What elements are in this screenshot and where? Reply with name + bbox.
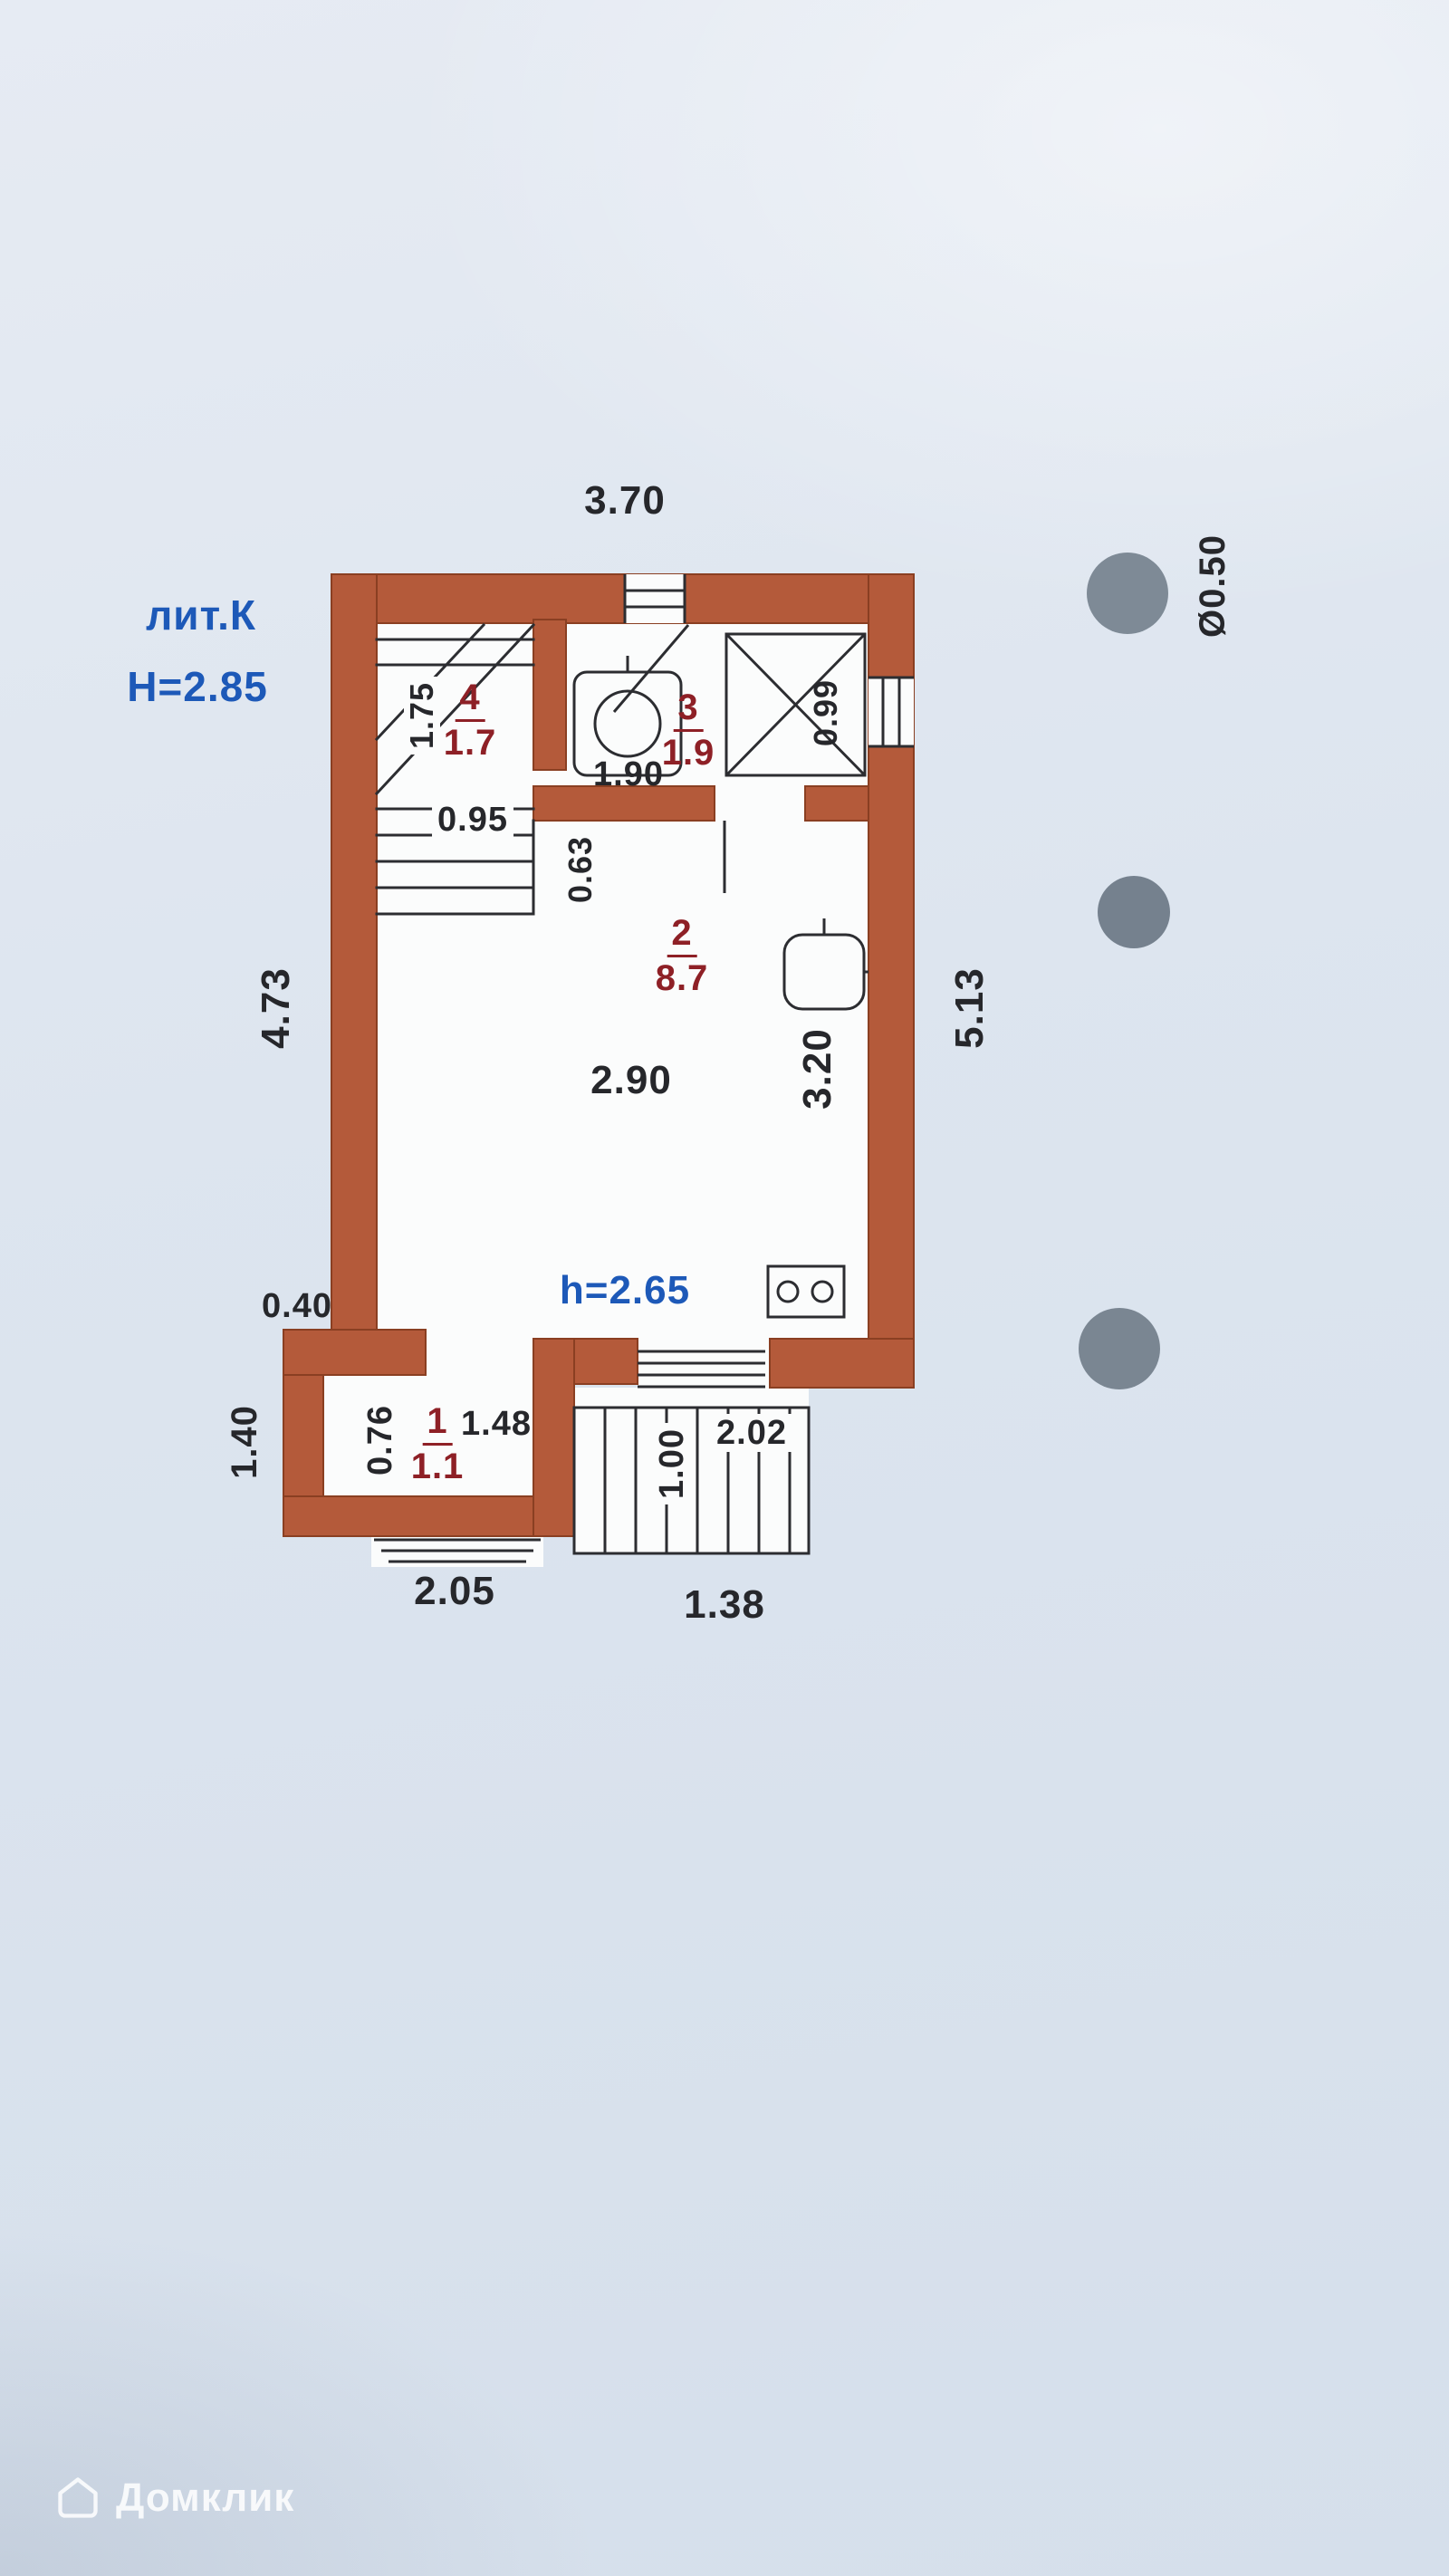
water-heater-pipe bbox=[822, 918, 868, 974]
domclick-house-icon bbox=[58, 2477, 98, 2518]
wall-top bbox=[331, 573, 915, 624]
room-3-area: 1.9 bbox=[661, 733, 715, 773]
porch-steps-lines bbox=[374, 1538, 541, 1563]
dim-room2-width: 2.90 bbox=[590, 1058, 672, 1102]
dim-bath-width: 1.90 bbox=[593, 755, 664, 793]
room-1-area: 1.1 bbox=[410, 1447, 465, 1486]
wall-ledge bbox=[283, 1329, 427, 1376]
room-3-number: 3 bbox=[673, 687, 704, 732]
side-steps-outline bbox=[572, 1406, 811, 1555]
stove-burner-1 bbox=[776, 1280, 800, 1303]
wall-bottom-right-seg bbox=[769, 1338, 915, 1389]
room-4-label: 4 1.7 bbox=[444, 677, 497, 764]
dim-annex-width: 1.48 bbox=[461, 1405, 532, 1443]
dim-room2-depth: 3.20 bbox=[795, 1028, 840, 1110]
shower-cross bbox=[724, 632, 867, 777]
dim-steps-bottom-width: 1.38 bbox=[684, 1582, 765, 1627]
wall-room-divider bbox=[533, 619, 567, 771]
stove-burner-2 bbox=[811, 1280, 834, 1303]
room-2-label: 2 8.7 bbox=[656, 912, 709, 999]
exit-landing-steps bbox=[638, 1350, 765, 1389]
right-window-gap bbox=[868, 678, 914, 746]
building-letter-label: лит.К bbox=[146, 591, 256, 639]
dim-stair-offset: 0.63 bbox=[561, 835, 599, 904]
dim-room4-depth: 1.75 bbox=[403, 676, 440, 755]
dim-porch-width: 2.05 bbox=[414, 1569, 495, 1613]
side-steps-area bbox=[574, 1388, 809, 1553]
dim-top-width: 3.70 bbox=[584, 478, 666, 523]
dim-steps-depth: 1.00 bbox=[653, 1423, 691, 1504]
dim-ledge: 0.40 bbox=[262, 1287, 332, 1325]
top-window-gap bbox=[625, 574, 685, 623]
wall-annex-bottom bbox=[283, 1495, 575, 1537]
hole-diameter-label: Ø0.50 bbox=[1193, 534, 1233, 638]
wall-under-rooms-right bbox=[804, 785, 869, 822]
room-3-label: 3 1.9 bbox=[662, 687, 715, 774]
wall-under-rooms-left bbox=[533, 785, 715, 822]
window-openings bbox=[623, 574, 914, 748]
dim-annex-side: 1.40 bbox=[225, 1405, 264, 1479]
wall-left bbox=[331, 573, 378, 1331]
room2-fixtures bbox=[723, 821, 868, 1319]
stove bbox=[766, 1264, 846, 1319]
dim-stair-width: 0.95 bbox=[432, 801, 513, 839]
domclick-watermark: Домклик bbox=[54, 2475, 294, 2522]
stair-upper-treads bbox=[375, 638, 535, 667]
sink-bowl bbox=[593, 689, 662, 758]
exterior-steps bbox=[374, 1350, 811, 1563]
room-2-number: 2 bbox=[667, 912, 697, 957]
room-1-number: 1 bbox=[422, 1400, 453, 1446]
dim-steps-width: 2.02 bbox=[711, 1414, 792, 1452]
dim-shower-width: 0.99 bbox=[807, 678, 844, 747]
watermark-brand: Домклик bbox=[116, 2475, 295, 2520]
room-1-label: 1 1.1 bbox=[411, 1400, 465, 1487]
binder-hole-bottom bbox=[1079, 1308, 1160, 1389]
dim-right-height: 5.13 bbox=[947, 967, 992, 1049]
wall-annex-right bbox=[533, 1338, 575, 1537]
room-4-number: 4 bbox=[455, 677, 485, 722]
main-interior bbox=[377, 620, 868, 1339]
dim-left-height: 4.73 bbox=[254, 967, 298, 1049]
building-height-label: Н=2.85 bbox=[127, 663, 268, 710]
right-window-lines bbox=[868, 676, 914, 748]
house-outline bbox=[58, 2477, 98, 2518]
walls bbox=[283, 573, 915, 1537]
top-window-lines bbox=[623, 574, 686, 623]
shower-tray bbox=[724, 632, 867, 777]
bath-door-swing-line bbox=[612, 624, 690, 713]
wall-bottom-left-seg bbox=[573, 1338, 638, 1385]
room-2-area: 8.7 bbox=[655, 958, 709, 998]
ceiling-height-label: h=2.65 bbox=[559, 1268, 691, 1312]
dim-annex-depth: 0.76 bbox=[361, 1405, 399, 1475]
binder-hole-middle bbox=[1098, 876, 1170, 948]
bathroom-fixtures bbox=[572, 624, 867, 777]
binder-hole-top bbox=[1087, 553, 1168, 634]
room-4-area: 1.7 bbox=[443, 723, 497, 763]
